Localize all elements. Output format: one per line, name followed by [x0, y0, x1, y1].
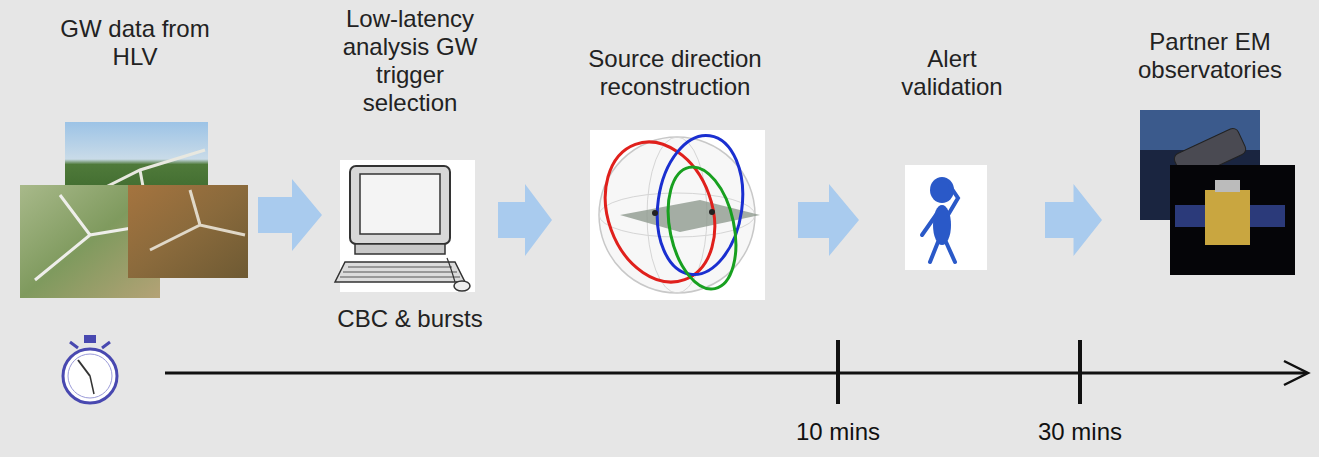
flow-arrow	[498, 184, 552, 256]
stage-heading: Low-latency analysis GW trigger selectio…	[339, 5, 481, 117]
stopwatch-icon	[63, 335, 117, 403]
stage-heading: Source direction reconstruction	[565, 45, 785, 101]
person-icon	[905, 165, 987, 270]
stage-note: CBC & bursts	[325, 305, 495, 333]
computer-icon	[335, 160, 475, 292]
flow-arrow	[798, 184, 859, 256]
observatory-photos	[1140, 110, 1295, 275]
stage-heading: GW data from HLV	[60, 15, 210, 71]
time-label: 30 mins	[1038, 418, 1122, 446]
flow-arrow	[258, 179, 322, 251]
detector-photos	[20, 122, 248, 298]
timeline	[165, 340, 1308, 404]
sky-sphere	[587, 127, 765, 300]
stage-node: GW data from HLV	[15, 0, 255, 305]
stage-heading: Partner EM observatories	[1115, 28, 1305, 84]
flow-arrow	[1045, 184, 1102, 256]
stage-node: Low-latency analysis GW trigger selectio…	[325, 0, 495, 345]
stage-node: Alert validation	[862, 0, 1042, 305]
time-label: 10 mins	[796, 418, 880, 446]
stage-node: Source direction reconstruction	[555, 0, 795, 305]
stage-heading: Alert validation	[882, 45, 1022, 101]
stage-node: Partner EM observatories	[1105, 0, 1315, 305]
